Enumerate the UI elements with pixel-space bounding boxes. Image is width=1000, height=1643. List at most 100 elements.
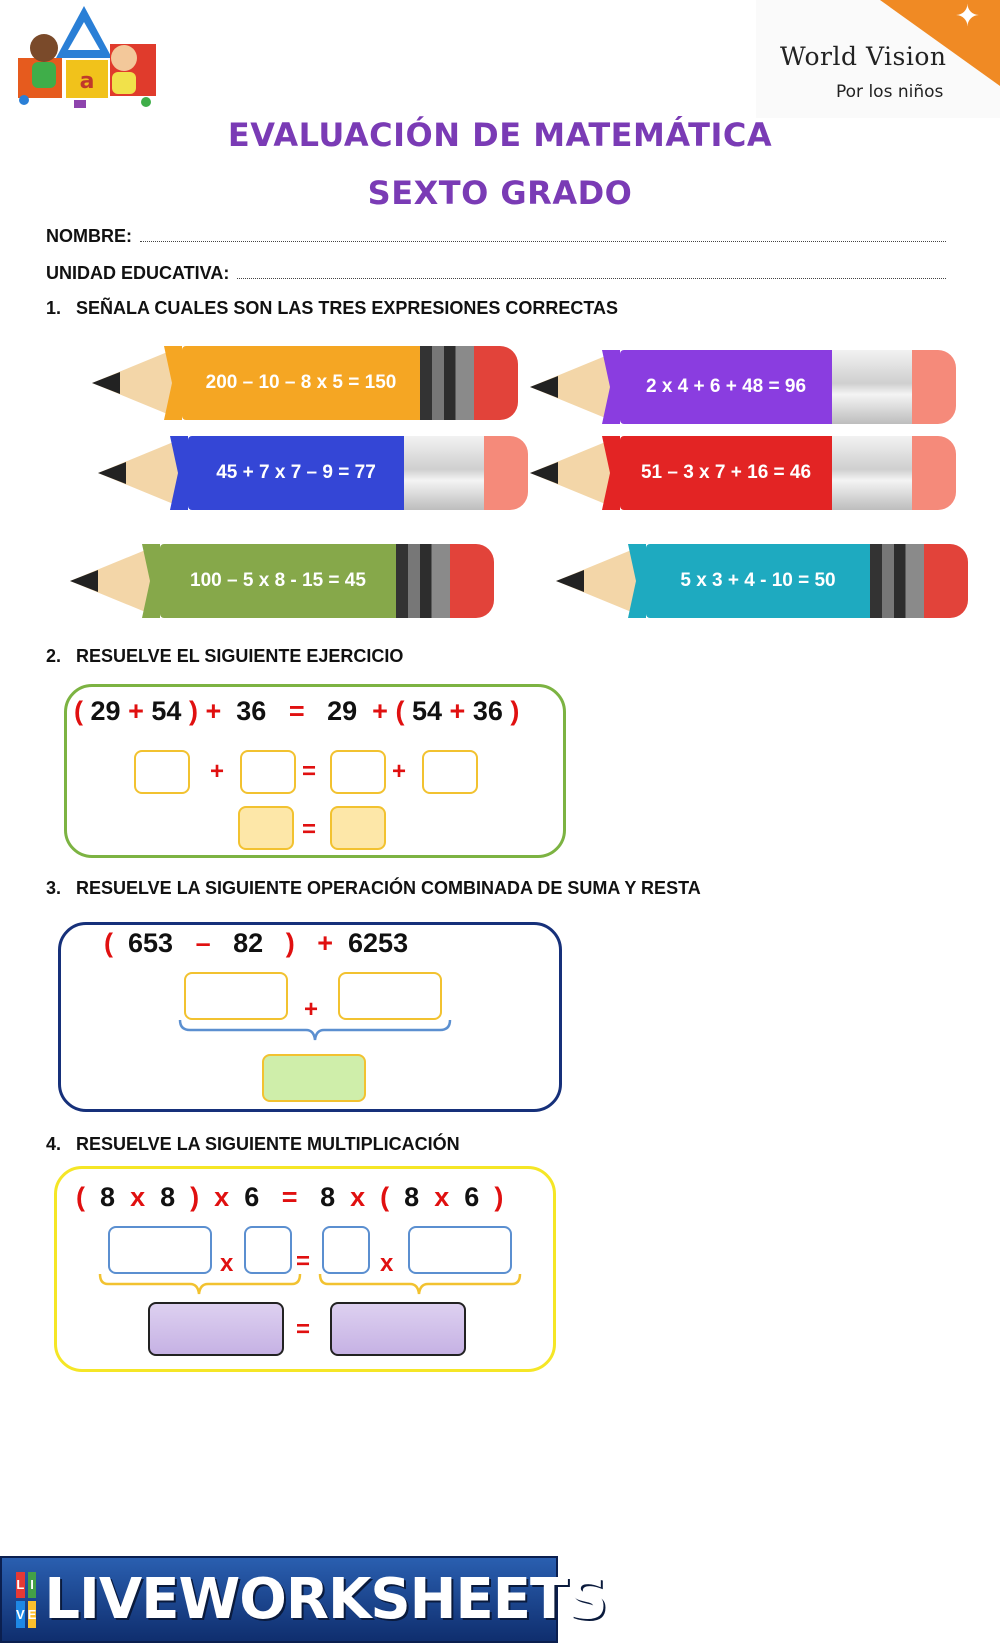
plus-sign: +	[392, 758, 407, 785]
pencil-eraser	[484, 436, 528, 510]
result-box[interactable]	[262, 1054, 366, 1102]
expr-token: 8	[100, 1182, 116, 1212]
expression-text: 5 x 3 + 4 - 10 = 50	[680, 570, 836, 591]
times-sign: x	[380, 1250, 394, 1277]
liveworksheets-banner: L I V E LIVEWORKSHEETS	[0, 1556, 608, 1643]
expr-token: 54	[151, 696, 182, 726]
question-1: 1.SEÑALA CUALES SON LAS TRES EXPRESIONES…	[46, 298, 618, 319]
pencil-body: 51 – 3 x 7 + 16 = 46	[620, 436, 832, 510]
question-4-text: RESUELVE LA SIGUIENTE MULTIPLICACIÓN	[76, 1134, 460, 1154]
expr-token: +	[205, 696, 222, 726]
expr-token: 36	[236, 696, 267, 726]
expression-text: 200 – 10 – 8 x 5 = 150	[205, 372, 397, 393]
result-box[interactable]	[238, 806, 294, 850]
liveworksheets-icon: L I V E	[16, 1571, 37, 1628]
question-3-number: 3.	[46, 878, 62, 898]
plus-sign: +	[210, 758, 225, 785]
grouping-brace	[178, 1019, 452, 1041]
exercise-4-frame	[54, 1166, 556, 1372]
expr-token: 36	[472, 696, 503, 726]
equals-sign: =	[296, 1248, 311, 1275]
expr-token: 6	[244, 1182, 260, 1212]
question-4-number: 4.	[46, 1134, 62, 1154]
exercise-2-frame	[64, 684, 566, 858]
pencil-tip	[70, 544, 160, 618]
pencil-option[interactable]: 5 x 3 + 4 - 10 = 50	[556, 544, 968, 618]
pencil-option[interactable]: 2 x 4 + 6 + 48 = 96	[530, 350, 956, 424]
page-subtitle: SEXTO GRADO	[367, 174, 633, 212]
expression-text: 45 + 7 x 7 – 9 = 77	[216, 462, 376, 483]
school-label: UNIDAD EDUCATIVA:	[46, 263, 230, 283]
pencil-ferrule	[832, 350, 912, 424]
answer-box[interactable]	[330, 750, 386, 794]
pencil-ferrule	[396, 544, 450, 618]
star-icon: ✦	[954, 0, 980, 34]
name-field: NOMBRE:	[46, 226, 946, 247]
expr-token: +	[449, 696, 466, 726]
expr-token: )	[188, 696, 198, 726]
result-box[interactable]	[148, 1302, 284, 1356]
answer-box[interactable]	[322, 1226, 370, 1274]
pencil-body: 200 – 10 – 8 x 5 = 150	[182, 346, 420, 420]
answer-box[interactable]	[134, 750, 190, 794]
plus-sign: +	[304, 996, 319, 1023]
expr-token: x	[214, 1182, 230, 1212]
answer-box[interactable]	[108, 1226, 212, 1274]
times-sign: x	[220, 1250, 234, 1277]
expr-token: =	[281, 1182, 298, 1212]
answer-box[interactable]	[338, 972, 442, 1020]
question-3-text: RESUELVE LA SIGUIENTE OPERACIÓN COMBINAD…	[76, 878, 701, 898]
expr-token: )	[510, 696, 520, 726]
expr-token: 29	[90, 696, 121, 726]
question-2: 2.RESUELVE EL SIGUIENTE EJERCICIO	[46, 646, 403, 667]
result-box[interactable]	[330, 1302, 466, 1356]
pencil-eraser	[924, 544, 968, 618]
question-4: 4. RESUELVE LA SIGUIENTE MULTIPLICACIÓN	[46, 1134, 460, 1155]
name-input-line[interactable]	[140, 230, 946, 242]
answer-box[interactable]	[244, 1226, 292, 1274]
pencil-ferrule	[420, 346, 474, 420]
answer-box[interactable]	[240, 750, 296, 794]
pencil-option[interactable]: 45 + 7 x 7 – 9 = 77	[98, 436, 528, 510]
svg-text:a: a	[80, 69, 95, 94]
pencil-option[interactable]: 51 – 3 x 7 + 16 = 46	[530, 436, 956, 510]
pencil-ferrule	[404, 436, 484, 510]
expression-text: 100 – 5 x 8 - 15 = 45	[190, 570, 366, 591]
pencil-eraser	[474, 346, 518, 420]
school-input-line[interactable]	[237, 267, 946, 279]
expr-token: 653	[128, 928, 174, 958]
exercise-2-expression: ( 29 + 54 ) + 36 = 29 + ( 54 + 36 )	[74, 696, 519, 727]
expr-token: 82	[233, 928, 264, 958]
expr-token: –	[195, 928, 211, 958]
answer-box[interactable]	[422, 750, 478, 794]
answer-box[interactable]	[184, 972, 288, 1020]
question-2-text: RESUELVE EL SIGUIENTE EJERCICIO	[76, 646, 404, 666]
result-box[interactable]	[330, 806, 386, 850]
expr-token: +	[128, 696, 144, 726]
answer-box[interactable]	[408, 1226, 512, 1274]
pencil-tip	[530, 436, 620, 510]
expression-text: 51 – 3 x 7 + 16 = 46	[640, 462, 812, 483]
pencil-option[interactable]: 100 – 5 x 8 - 15 = 45	[70, 544, 494, 618]
pencil-tip	[92, 346, 182, 420]
pencil-option[interactable]: 200 – 10 – 8 x 5 = 150	[92, 346, 518, 420]
pencil-body: 2 x 4 + 6 + 48 = 96	[620, 350, 832, 424]
expr-token: )	[190, 1182, 200, 1212]
question-3: 3. RESUELVE LA SIGUIENTE OPERACIÓN COMBIN…	[46, 878, 701, 899]
school-field: UNIDAD EDUCATIVA:	[46, 263, 946, 284]
expr-token: 8	[404, 1182, 420, 1212]
icon-letter: I	[27, 1571, 37, 1598]
expr-token: (	[380, 1182, 390, 1212]
pencil-eraser	[912, 350, 956, 424]
expr-token: x	[434, 1182, 450, 1212]
expr-token: 8	[160, 1182, 176, 1212]
pencil-tip	[530, 350, 620, 424]
exercise-3-expression: ( 653 – 82 ) + 6253	[104, 928, 408, 959]
expr-token: 6253	[348, 928, 409, 958]
pencil-ferrule	[870, 544, 924, 618]
exercise-4-expression: ( 8 x 8 ) x 6 = 8 x ( 8 x 6 )	[76, 1182, 503, 1213]
expr-token: 6	[464, 1182, 480, 1212]
pencil-body: 45 + 7 x 7 – 9 = 77	[188, 436, 404, 510]
expr-token: x	[350, 1182, 366, 1212]
expr-token: 29	[327, 696, 358, 726]
